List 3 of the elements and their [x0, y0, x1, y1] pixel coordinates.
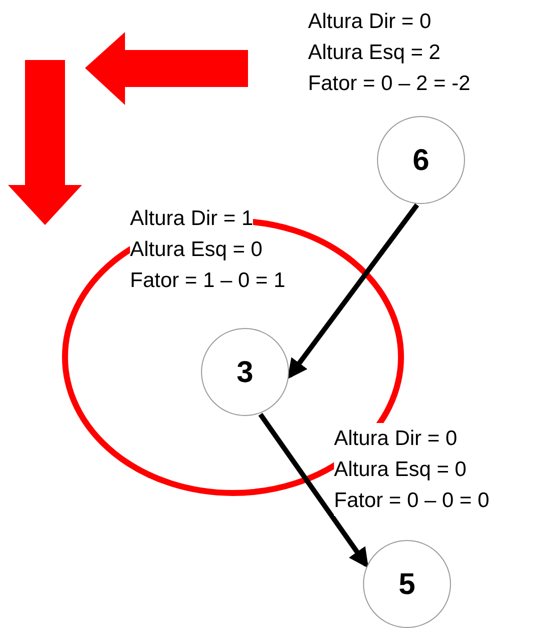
balance-factor-text: Altura Dir = 0 — [334, 423, 458, 454]
arrow — [287, 203, 420, 380]
arrow — [258, 412, 369, 568]
